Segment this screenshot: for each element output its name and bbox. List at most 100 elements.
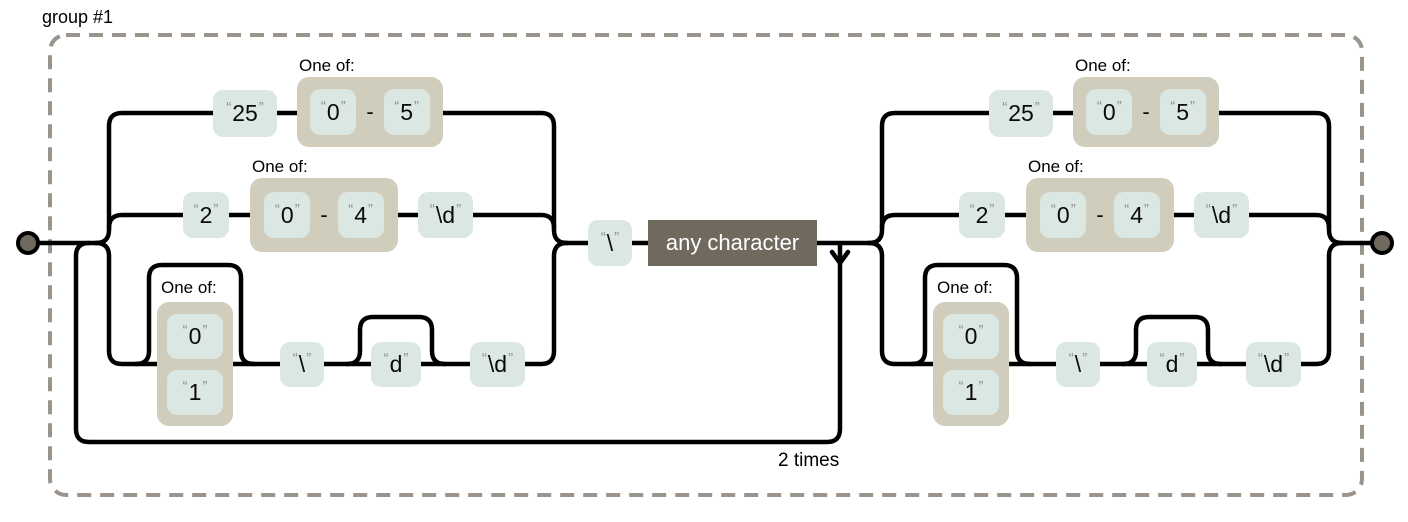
literal-text: 1 [964, 378, 978, 405]
charclass-0-4-group-right: “0” - “4” [1026, 178, 1174, 252]
range-to-node: “5” [1159, 89, 1206, 135]
literal-d-node-left: “d” [371, 342, 421, 387]
literal-text: 1 [188, 378, 202, 405]
one-of-label: One of: [299, 56, 355, 75]
close-quote: ” [456, 200, 462, 218]
charclass-0-4-group-left: “0” - “4” [250, 178, 398, 252]
open-quote: “ [481, 350, 487, 367]
open-quote: “ [320, 97, 326, 115]
open-quote: “ [1068, 350, 1074, 367]
literal-25-node-right: “25” [989, 90, 1053, 137]
close-quote: ” [1179, 350, 1185, 367]
left-bottom-branch-line [93, 240, 570, 367]
open-quote: “ [1257, 350, 1263, 367]
close-quote: ” [403, 350, 409, 367]
close-quote: ” [294, 200, 300, 218]
open-quote: “ [193, 200, 199, 218]
open-quote: “ [1124, 200, 1130, 218]
literal-text: 2 [975, 201, 989, 228]
open-quote: “ [958, 377, 964, 395]
literal-text: 0 [188, 322, 202, 349]
open-quote: “ [1050, 200, 1056, 218]
literal-text: 2 [199, 201, 213, 228]
literal-text: d [1165, 351, 1179, 377]
repeat-count-label: 2 times [778, 450, 840, 471]
close-quote: ” [1190, 97, 1196, 115]
one-of-label: One of: [1075, 56, 1131, 75]
literal-text: \d [487, 351, 508, 377]
one-of-label: One of: [252, 157, 308, 176]
range-to-node: “4” [337, 192, 384, 238]
literal-text: \d [1263, 351, 1284, 377]
literal-text: 0 [1102, 98, 1116, 125]
literal-text: \d [435, 201, 456, 228]
backslash-node-separator: “\” [588, 220, 632, 266]
close-quote: ” [368, 200, 374, 218]
charset-option-node: “1” [167, 369, 223, 415]
literal-text: 4 [1130, 201, 1144, 228]
right-charset-skip-arch [909, 262, 1033, 367]
close-quote: ” [340, 97, 346, 115]
literal-text: \ [1074, 351, 1082, 377]
literal-text: 5 [1176, 98, 1190, 125]
close-quote: ” [258, 99, 264, 116]
open-quote: “ [1002, 99, 1008, 116]
group-border [48, 33, 1364, 497]
literal-text: 0 [326, 98, 340, 125]
loop-arrow-down-icon [829, 249, 851, 266]
digit-escape-node-left-bottom: “\d” [470, 342, 525, 387]
close-quote: ” [989, 200, 995, 218]
open-quote: “ [348, 200, 354, 218]
group-label: group #1 [42, 7, 114, 27]
close-quote: ” [508, 350, 514, 367]
left-charset-skip-arch [133, 262, 257, 367]
range-to-node: “4” [1113, 192, 1160, 238]
range-dash: - [1096, 202, 1104, 227]
open-quote: “ [383, 350, 389, 367]
open-quote: “ [958, 321, 964, 339]
open-quote: “ [429, 200, 435, 218]
open-quote: “ [182, 377, 188, 395]
close-quote: ” [1116, 97, 1122, 115]
charclass-0-1-group-left: “0” “1” [157, 302, 233, 426]
literal-text: \ [298, 351, 306, 377]
backslash-node-left: “\” [280, 342, 324, 387]
open-quote: “ [600, 228, 606, 246]
digit-escape-node-right-middle: “\d” [1194, 192, 1249, 238]
charset-option-node: “0” [167, 313, 223, 359]
close-quote: ” [306, 350, 312, 367]
range-dash: - [1142, 99, 1150, 124]
literal-d-node-right: “d” [1147, 342, 1197, 387]
literal-text: 0 [1056, 201, 1070, 228]
close-quote: ” [1232, 200, 1238, 218]
close-quote: ” [614, 228, 620, 246]
range-dash: - [320, 202, 328, 227]
digit-escape-node-left-middle: “\d” [418, 192, 473, 238]
literal-text: 25 [1008, 100, 1034, 126]
literal-text: \ [606, 229, 614, 256]
charset-option-node: “0” [943, 313, 999, 359]
close-quote: ” [202, 377, 208, 395]
any-character-node: any character [648, 220, 817, 266]
literal-text: 0 [280, 201, 294, 228]
close-quote: ” [978, 377, 984, 395]
one-of-label: One of: [937, 278, 993, 297]
charclass-0-5-group-left: “0” - “5” [297, 77, 443, 147]
digit-escape-node-right-bottom: “\d” [1246, 342, 1301, 387]
close-quote: ” [1284, 350, 1290, 367]
close-quote: ” [202, 321, 208, 339]
right-d-skip-arch [1120, 314, 1224, 367]
end-terminal-icon [1370, 231, 1394, 255]
range-from-node: “0” [310, 89, 357, 135]
close-quote: ” [414, 97, 420, 115]
literal-text: 25 [232, 100, 258, 126]
range-to-node: “5” [383, 89, 430, 135]
close-quote: ” [1070, 200, 1076, 218]
open-quote: “ [1170, 97, 1176, 115]
charclass-0-1-group-right: “0” “1” [933, 302, 1009, 426]
range-from-node: “0” [1040, 192, 1087, 238]
open-quote: “ [969, 200, 975, 218]
open-quote: “ [274, 200, 280, 218]
open-quote: “ [394, 97, 400, 115]
